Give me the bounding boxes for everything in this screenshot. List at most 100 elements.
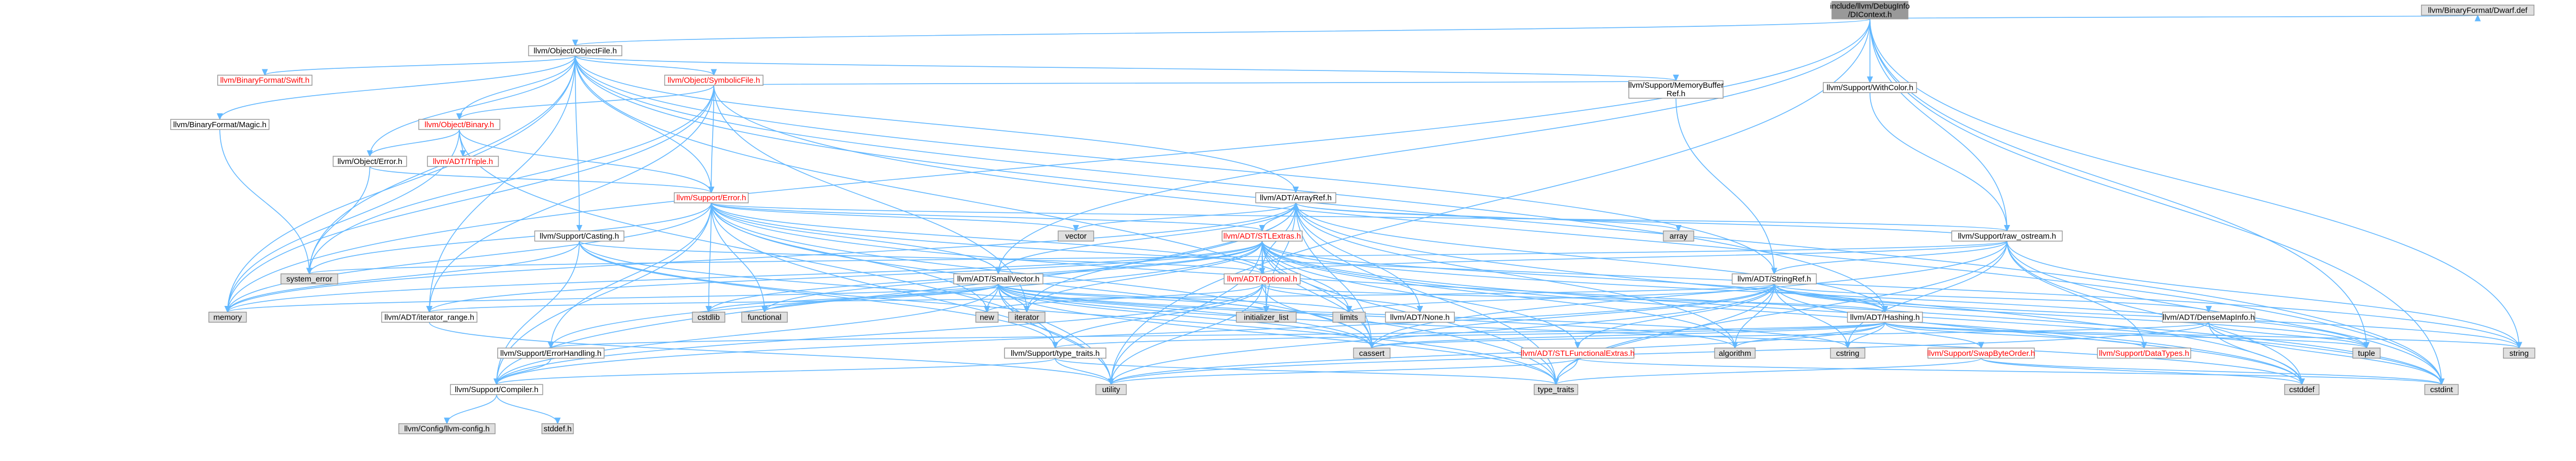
- node-label-type_traits_h: llvm/Support/type_traits.h: [1011, 349, 1100, 358]
- node-stringref[interactable]: llvm/ADT/StringRef.h: [1731, 273, 1817, 284]
- node-label-swapbyteorder: llvm/Support/SwapByteOrder.h: [1927, 349, 2035, 358]
- edge-stringref-to-compiler: [497, 284, 1775, 384]
- edge-stringref-to-limits: [1349, 283, 1775, 312]
- node-compiler[interactable]: llvm/Support/Compiler.h: [450, 384, 543, 395]
- node-box-string: [2503, 347, 2536, 359]
- node-box-functional: [741, 311, 788, 323]
- node-hashing[interactable]: llvm/ADT/Hashing.h: [1847, 311, 1923, 323]
- edge-symbolicfile-to-cstdint: [713, 85, 2441, 384]
- node-raw_ostream[interactable]: llvm/Support/raw_ostream.h: [1951, 230, 2063, 242]
- edge-hashing-to-swapbyteorder: [1884, 322, 1981, 348]
- edge-hashing-to-string: [1884, 322, 2519, 348]
- node-obj_error[interactable]: llvm/Object/Error.h: [332, 156, 407, 167]
- edge-type_traits_h-to-compiler: [497, 357, 1056, 384]
- edge-arrayref-to-algorithm: [1295, 202, 1735, 348]
- node-box-datatypes: [2097, 347, 2191, 359]
- node-box-dwarf_def: [2421, 4, 2534, 16]
- edge-casting-to-optional: [579, 240, 1262, 274]
- node-obj_binary[interactable]: llvm/Object/Binary.h: [418, 119, 500, 130]
- node-root[interactable]: include/llvm/DebugInfo/DIContext.h: [1830, 1, 1910, 19]
- node-new: new: [975, 311, 999, 323]
- edge-support_error-to-type_traits: [711, 202, 1556, 385]
- edge-symbolicfile-to-memorybufferref: [713, 80, 1676, 85]
- edge-withcolor-to-raw_ostream: [1869, 93, 2007, 231]
- node-cstdint: cstdint: [2424, 384, 2459, 395]
- node-stlextras[interactable]: llvm/ADT/STLExtras.h: [1222, 230, 1303, 242]
- node-box-cstdint: [2424, 384, 2459, 395]
- node-array: array: [1662, 230, 1695, 242]
- node-box-cstring: [1830, 347, 1865, 359]
- edge-swapbyteorder-to-cstdint: [1980, 357, 2441, 384]
- edge-smallvector-to-memory: [228, 283, 999, 312]
- node-datatypes[interactable]: llvm/Support/DataTypes.h: [2097, 347, 2191, 359]
- edge-support_error-to-stlextras: [711, 202, 1262, 231]
- node-binfmt_swift[interactable]: llvm/BinaryFormat/Swift.h: [217, 75, 313, 86]
- node-swapbyteorder[interactable]: llvm/Support/SwapByteOrder.h: [1927, 347, 2035, 359]
- node-utility: utility: [1095, 384, 1127, 395]
- edge-stringref-to-cstring: [1773, 284, 1848, 348]
- edge-optional-to-adt_none: [1261, 283, 1420, 312]
- node-errorhandling[interactable]: llvm/Support/ErrorHandling.h: [497, 347, 605, 359]
- edge-stlextras-to-limits: [1261, 241, 1349, 312]
- node-casting[interactable]: llvm/Support/Casting.h: [534, 230, 624, 242]
- edge-stlextras-to-memory: [228, 241, 1263, 312]
- node-label-arrayref: llvm/ADT/ArrayRef.h: [1260, 193, 1332, 202]
- node-stlfunctional[interactable]: llvm/ADT/STLFunctionalExtras.h: [1521, 347, 1635, 359]
- node-box-withcolor: [1823, 82, 1917, 94]
- edge-optional-to-utility: [1111, 284, 1263, 384]
- edge-raw_ostream-to-optional: [1262, 240, 2008, 274]
- node-label-casting: llvm/Support/Casting.h: [540, 232, 619, 241]
- node-type_traits_h[interactable]: llvm/Support/type_traits.h: [1004, 347, 1106, 359]
- node-support_error[interactable]: llvm/Support/Error.h: [674, 192, 749, 203]
- edge-root-to-smallvector: [998, 18, 1871, 274]
- edge-raw_ostream-to-datatypes: [2006, 241, 2144, 348]
- node-objectfile[interactable]: llvm/Object/ObjectFile.h: [528, 45, 622, 56]
- node-withcolor[interactable]: llvm/Support/WithColor.h: [1823, 82, 1917, 94]
- node-label-withcolor: llvm/Support/WithColor.h: [1826, 84, 1913, 93]
- node-triple[interactable]: llvm/ADT/Triple.h: [427, 156, 499, 167]
- node-symbolicfile[interactable]: llvm/Object/SymbolicFile.h: [664, 75, 764, 86]
- node-label-stlfunctional: llvm/ADT/STLFunctionalExtras.h: [1521, 349, 1635, 358]
- node-label-binfmt_magic: llvm/BinaryFormat/Magic.h: [173, 120, 266, 129]
- node-label-iterator_range: llvm/ADT/iterator_range.h: [384, 313, 474, 322]
- edge-objectfile-to-symbolicfile: [574, 55, 714, 75]
- node-box-symbolicfile: [664, 75, 764, 86]
- node-box-swapbyteorder: [1927, 347, 2035, 359]
- edge-raw_ostream-to-arrayref: [1296, 203, 2008, 242]
- edge-arrayref-to-initializer_list: [1266, 202, 1297, 312]
- edge-densemapinfo-to-utility: [1111, 322, 2210, 384]
- node-binfmt_magic[interactable]: llvm/BinaryFormat/Magic.h: [170, 119, 270, 130]
- edge-support_error-to-string: [711, 202, 2519, 348]
- node-densemapinfo[interactable]: llvm/ADT/DenseMapInfo.h: [2162, 311, 2255, 323]
- edge-stlextras-to-iterator_range: [429, 241, 1263, 312]
- node-label-root: /DIContext.h: [1848, 10, 1892, 19]
- edge-obj_error-to-system_error: [310, 166, 371, 274]
- edge-memorybufferref-to-stringref: [1675, 98, 1774, 274]
- edge-root-to-tuple: [1869, 18, 2367, 348]
- edge-obj_binary-to-support_error: [459, 129, 711, 192]
- node-box-new: [975, 311, 999, 323]
- node-smallvector[interactable]: llvm/ADT/SmallVector.h: [953, 273, 1044, 284]
- node-label-dwarf_def: llvm/BinaryFormat/Dwarf.def: [2428, 6, 2528, 15]
- edge-stringref-to-tuple: [1773, 284, 2367, 348]
- node-optional[interactable]: llvm/ADT/Optional.h: [1224, 273, 1301, 284]
- edge-symbolicfile-to-support_error: [711, 85, 714, 192]
- edge-smallvector-to-cstdlib: [709, 283, 999, 312]
- edge-stlextras-to-cassert: [1261, 241, 1372, 348]
- edge-objectfile-to-binfmt_swift: [265, 55, 576, 75]
- node-label-limits: limits: [1340, 313, 1358, 322]
- edge-support_error-to-cstdlib: [709, 202, 711, 312]
- node-string: string: [2503, 347, 2536, 359]
- node-box-binfmt_swift: [217, 75, 313, 86]
- edge-arrayref-to-memory: [228, 202, 1297, 312]
- node-box-obj_binary: [418, 119, 500, 130]
- node-box-cstddef: [2284, 384, 2320, 395]
- node-label-memorybufferref: Ref.h: [1667, 89, 1686, 98]
- node-iterator_range[interactable]: llvm/ADT/iterator_range.h: [381, 311, 478, 323]
- edge-raw_ostream-to-stringref: [1774, 241, 2008, 274]
- node-adt_none[interactable]: llvm/ADT/None.h: [1385, 311, 1455, 323]
- node-label-string: string: [2509, 349, 2529, 358]
- node-arrayref[interactable]: llvm/ADT/ArrayRef.h: [1255, 192, 1337, 203]
